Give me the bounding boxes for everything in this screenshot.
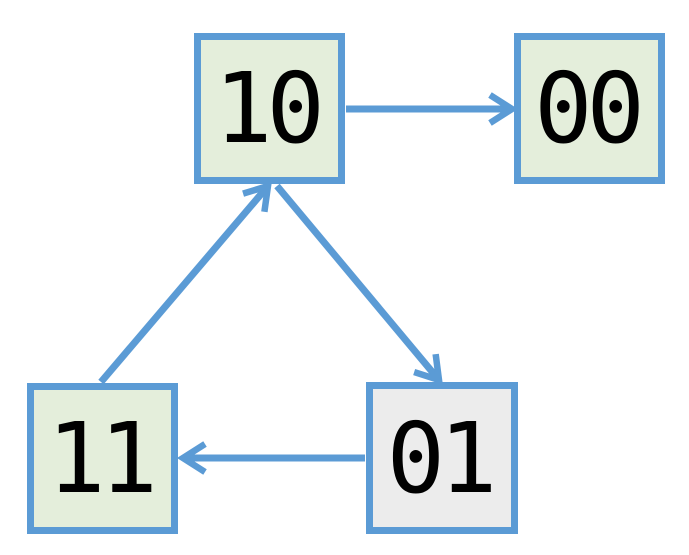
state-label-00: 00: [534, 52, 645, 165]
state-node-01: 01: [366, 382, 518, 534]
edge-10-to-01: [274, 183, 443, 385]
state-node-10: 10: [194, 33, 345, 184]
state-label-10: 10: [214, 52, 325, 165]
state-node-00: 00: [514, 33, 665, 184]
state-node-11: 11: [27, 383, 178, 534]
state-label-01: 01: [386, 401, 498, 515]
state-label-11: 11: [47, 402, 158, 515]
edge-11-to-10: [98, 181, 272, 385]
